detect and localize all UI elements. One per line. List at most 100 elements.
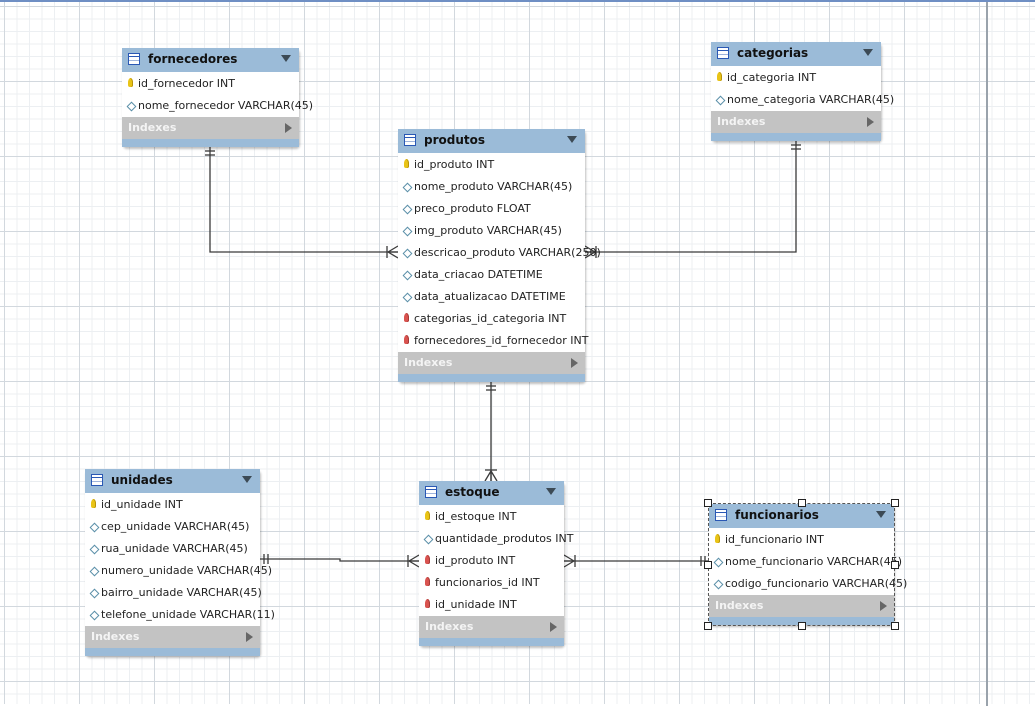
column-row[interactable]: preco_produto FLOAT [398,198,585,220]
column-row[interactable]: nome_produto VARCHAR(45) [398,176,585,198]
resize-handle[interactable] [891,560,899,569]
indexes-section[interactable]: Indexes [711,111,881,133]
column-row[interactable]: nome_funcionario VARCHAR(45) [709,551,902,573]
column-label: id_funcionario INT [725,533,824,546]
column-row[interactable]: id_produto INT [419,550,564,572]
column-label: data_criacao DATETIME [414,268,543,281]
collapse-triangle-icon[interactable] [876,511,886,518]
primary-key-icon [425,511,430,520]
foreign-key-icon [425,555,430,564]
many-marker [408,554,420,568]
resize-handle[interactable] [704,560,712,569]
column-label: bairro_unidade VARCHAR(45) [101,586,262,599]
column-row[interactable]: descricao_produto VARCHAR(250) [398,242,601,264]
primary-key-icon [128,78,133,87]
many-marker [563,554,575,568]
column-diamond-icon [89,566,100,577]
table-produtos[interactable]: produtos id_produto INT nome_produto VARCH… [398,129,601,382]
resize-handle[interactable] [797,622,806,630]
expand-arrow-icon[interactable] [246,632,253,642]
column-diamond-icon [89,588,100,599]
collapse-triangle-icon[interactable] [546,488,556,495]
expand-arrow-icon[interactable] [880,601,887,611]
collapse-triangle-icon[interactable] [567,136,577,143]
indexes-section[interactable]: Indexes [122,117,299,139]
column-row[interactable]: data_criacao DATETIME [398,264,585,286]
table-icon [717,47,729,59]
column-diamond-icon [423,534,434,545]
indexes-section[interactable]: Indexes [398,352,585,374]
table-header[interactable]: estoque [419,481,564,505]
resize-handle[interactable] [891,622,899,630]
column-row[interactable]: quantidade_produtos INT [419,528,573,550]
column-row[interactable]: telefone_unidade VARCHAR(11) [85,604,275,626]
table-header[interactable]: categorias [711,42,881,66]
table-footer [709,617,894,625]
expand-arrow-icon[interactable] [550,622,557,632]
column-row[interactable]: bairro_unidade VARCHAR(45) [85,582,262,604]
column-label: preco_produto FLOAT [414,202,531,215]
many-marker [484,470,498,482]
column-row[interactable]: id_categoria INT [711,67,881,89]
expand-arrow-icon[interactable] [867,117,874,127]
indexes-label: Indexes [91,630,140,643]
column-label: cep_unidade VARCHAR(45) [101,520,250,533]
column-row[interactable]: id_funcionario INT [709,529,894,551]
expand-arrow-icon[interactable] [285,123,292,133]
column-label: nome_produto VARCHAR(45) [414,180,573,193]
indexes-section[interactable]: Indexes [419,616,564,638]
indexes-section[interactable]: Indexes [709,595,894,617]
column-row[interactable]: categorias_id_categoria INT [398,308,585,330]
table-header[interactable]: unidades [85,469,260,493]
column-label: categorias_id_categoria INT [414,312,567,325]
resize-handle[interactable] [704,622,712,630]
table-funcionarios[interactable]: funcionarios id_funcionario INT nome_funci… [709,504,907,625]
table-name: estoque [445,485,500,499]
expand-arrow-icon[interactable] [571,358,578,368]
column-row[interactable]: img_produto VARCHAR(45) [398,220,585,242]
column-diamond-icon [402,248,413,259]
table-header[interactable]: fornecedores [122,48,299,72]
column-row[interactable]: numero_unidade VARCHAR(45) [85,560,272,582]
column-row[interactable]: rua_unidade VARCHAR(45) [85,538,260,560]
collapse-triangle-icon[interactable] [281,55,291,62]
column-row[interactable]: codigo_funcionario VARCHAR(45) [709,573,907,595]
column-row[interactable]: nome_fornecedor VARCHAR(45) [122,95,313,117]
column-label: data_atualizacao DATETIME [414,290,566,303]
column-row[interactable]: fornecedores_id_fornecedor INT [398,330,589,352]
foreign-key-icon [404,313,409,322]
column-row[interactable]: data_atualizacao DATETIME [398,286,585,308]
column-label: descricao_produto VARCHAR(250) [414,246,601,259]
column-row[interactable]: funcionarios_id INT [419,572,564,594]
indexes-section[interactable]: Indexes [85,626,260,648]
column-label: funcionarios_id INT [435,576,540,589]
resize-handle[interactable] [797,499,806,507]
column-row[interactable]: id_estoque INT [419,506,564,528]
resize-handle[interactable] [704,499,712,507]
column-diamond-icon [715,95,726,106]
column-row[interactable]: id_unidade INT [419,594,564,616]
column-label: fornecedores_id_fornecedor INT [414,334,589,347]
table-name: produtos [424,133,486,147]
collapse-triangle-icon[interactable] [242,476,252,483]
collapse-triangle-icon[interactable] [863,49,873,56]
column-diamond-icon [89,610,100,621]
column-row[interactable]: nome_categoria VARCHAR(45) [711,89,894,111]
table-header[interactable]: produtos [398,129,585,153]
column-row[interactable]: cep_unidade VARCHAR(45) [85,516,260,538]
column-row[interactable]: id_produto INT [398,154,585,176]
resize-handle[interactable] [891,499,899,507]
column-row[interactable]: id_unidade INT [85,494,260,516]
primary-key-icon [715,534,720,543]
column-label: id_produto INT [414,158,495,171]
column-row[interactable]: id_fornecedor INT [122,73,299,95]
column-label: codigo_funcionario VARCHAR(45) [725,577,908,590]
table-header[interactable]: funcionarios [709,504,894,528]
table-icon [425,486,437,498]
table-icon [91,474,103,486]
